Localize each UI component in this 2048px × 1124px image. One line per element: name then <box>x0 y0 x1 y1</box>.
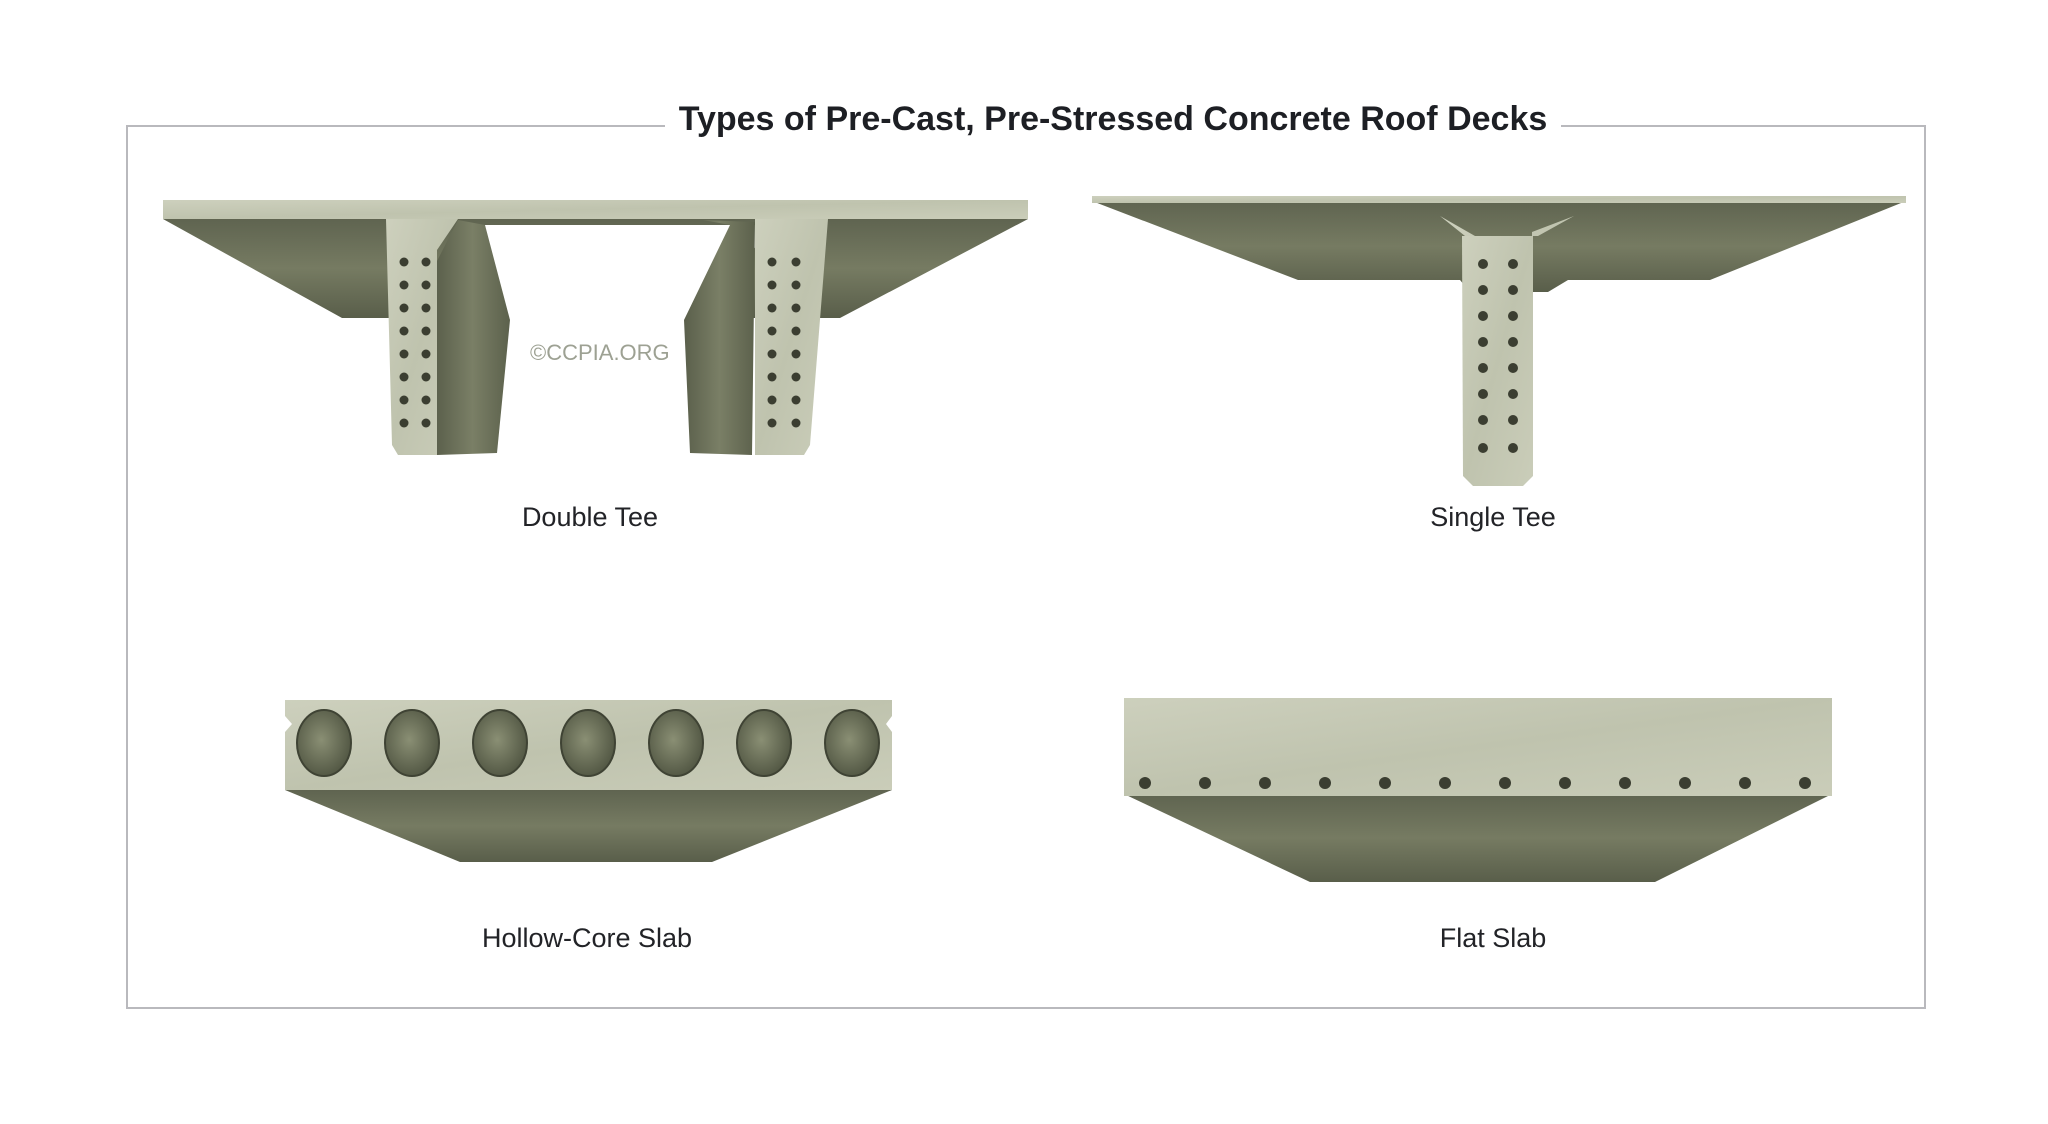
label-single-tee: Single Tee <box>1430 502 1556 532</box>
double-tee-flange-top <box>163 200 1028 219</box>
flat-slab-underside <box>1124 794 1832 882</box>
label-hollow-core-slab: Hollow-Core Slab <box>481 923 693 953</box>
single-tee-stem-front <box>1462 236 1533 486</box>
label-double-tee: Double Tee <box>521 502 659 532</box>
double-tee-left-web-inner <box>435 220 510 455</box>
hollow-core-slab-illustration <box>285 700 892 862</box>
label-flat-slab: Flat Slab <box>1439 923 1547 953</box>
double-tee-strand-holes <box>399 257 801 428</box>
double-tee-right-web <box>755 219 828 455</box>
flat-slab-illustration <box>1124 698 1832 882</box>
double-tee-illustration <box>163 200 1028 455</box>
single-tee-flange-top <box>1092 196 1906 203</box>
flat-slab-face <box>1124 698 1832 796</box>
flat-slab-strand-holes <box>1139 777 1811 789</box>
hollow-core-voids <box>296 709 880 777</box>
double-tee-right-web-inner <box>684 220 755 455</box>
hollow-core-underside <box>285 790 892 862</box>
single-tee-strand-holes <box>1478 259 1518 453</box>
double-tee-flange-underside <box>163 219 1028 318</box>
diagram-title: Types of Pre-Cast, Pre-Stressed Concrete… <box>0 100 2048 139</box>
single-tee-illustration <box>1092 196 1906 486</box>
watermark: ©CCPIA.ORG <box>530 340 670 365</box>
